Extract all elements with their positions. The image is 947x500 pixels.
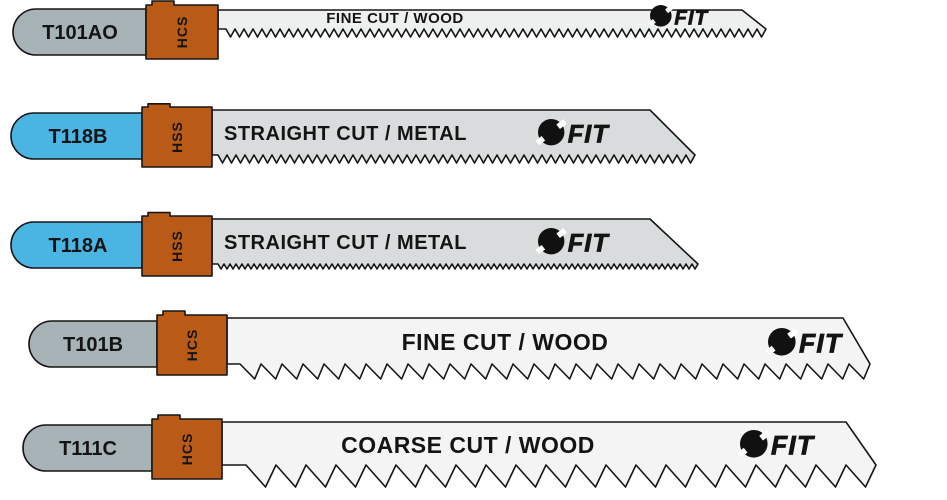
- blade-shank: [10, 112, 143, 160]
- blade-row-t111c: T111C HCS COARSE CUT / WOOD FIT: [22, 414, 877, 488]
- fit-logo-text: FIT: [568, 121, 611, 149]
- fit-logo: FIT: [765, 328, 844, 359]
- material-label: HCS: [174, 16, 190, 49]
- blade-shank: [22, 424, 153, 472]
- fit-logo-text: FIT: [771, 431, 816, 461]
- blade-shank: [10, 221, 143, 269]
- blade-body: [217, 9, 767, 38]
- fit-logo: FIT: [737, 430, 816, 461]
- shank-collar: [141, 103, 213, 168]
- blade-row-t118b: T118B HSS STRAIGHT CUT / METAL FIT: [10, 103, 696, 168]
- model-label: T118A: [49, 235, 108, 257]
- blade-body: [211, 109, 696, 164]
- cut-type-label: FINE CUT / WOOD: [326, 10, 464, 27]
- fit-brand-hammer-icon: [765, 328, 799, 356]
- material-label: HSS: [169, 230, 185, 262]
- blade-shank: [28, 320, 158, 368]
- blade-body: [226, 317, 871, 380]
- cut-type-label: FINE CUT / WOOD: [402, 329, 609, 355]
- cut-type-label: STRAIGHT CUT / METAL: [224, 232, 467, 254]
- fit-logo: FIT: [535, 119, 611, 149]
- blade-body: [221, 421, 877, 488]
- model-label: T101B: [63, 334, 123, 356]
- blade-row-t101ao: T101AO HCS FINE CUT / WOOD FIT: [12, 0, 767, 60]
- model-label: T118B: [49, 126, 108, 148]
- fit-brand-hammer-icon: [737, 430, 771, 458]
- shank-collar: [141, 211, 213, 277]
- blade-shank: [12, 8, 147, 56]
- model-label: T111C: [59, 438, 117, 460]
- model-label: T101AO: [42, 22, 118, 44]
- cut-type-label: STRAIGHT CUT / METAL: [224, 123, 467, 145]
- blade-row-t101b: T101B HCS FINE CUT / WOOD FIT: [28, 310, 871, 380]
- cut-type-label: COARSE CUT / WOOD: [341, 432, 595, 458]
- fit-logo: FIT: [648, 5, 709, 30]
- material-label: HCS: [179, 433, 195, 466]
- fit-logo-text: FIT: [674, 6, 709, 29]
- fit-brand-hammer-icon: [535, 228, 567, 255]
- fit-logo-text: FIT: [799, 329, 844, 359]
- shank-collar: [151, 414, 223, 480]
- fit-brand-hammer-icon: [648, 5, 674, 27]
- shank-collar: [156, 310, 228, 376]
- fit-logo-text: FIT: [568, 230, 611, 258]
- material-label: HCS: [184, 329, 200, 362]
- fit-brand-hammer-icon: [535, 119, 567, 146]
- blade-body: [211, 218, 699, 270]
- shank-collar: [145, 0, 219, 60]
- fit-logo: FIT: [535, 228, 611, 258]
- blade-row-t118a: T118A HSS STRAIGHT CUT / METAL FIT: [10, 211, 699, 277]
- material-label: HSS: [169, 121, 185, 153]
